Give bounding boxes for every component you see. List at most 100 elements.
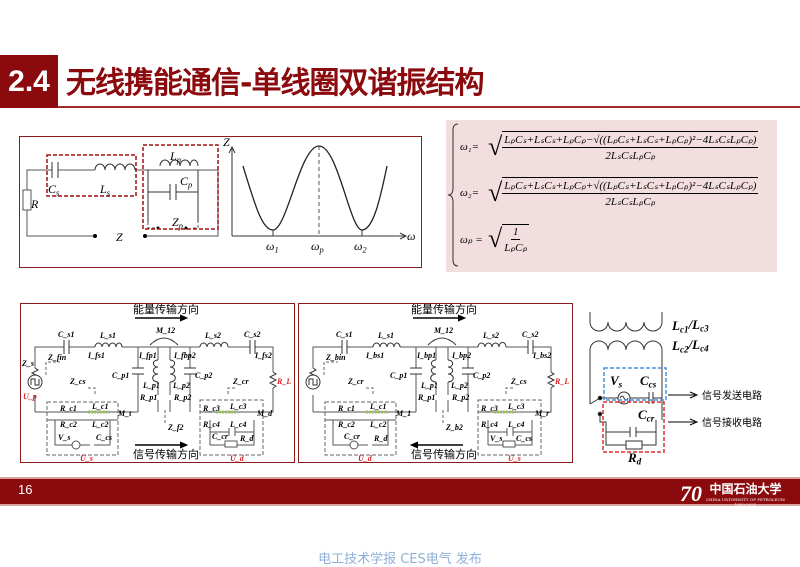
label-M12: M_12 [155, 326, 175, 335]
formula-lhs: ω₂= [460, 187, 480, 199]
label-Vs: Vs​ [610, 373, 623, 390]
label-Cp2: C_p2 [195, 371, 212, 380]
label-M12: M_12 [433, 326, 453, 335]
title-underline [58, 106, 800, 108]
label-Ccr: Ccr​ [638, 407, 655, 424]
label-Rp1: R_p1 [417, 393, 435, 402]
label-Cs1: C_s1 [336, 330, 352, 339]
label-Cs1: C_s1 [58, 330, 74, 339]
label-Ud: U_d [358, 454, 373, 463]
capacitor-icon [629, 392, 654, 437]
label-Is1: I_fs1 [87, 351, 105, 360]
label-Rc1: R_c1 [59, 404, 77, 413]
label-Zcs: Z_cs [69, 377, 86, 386]
inductor-icon [94, 163, 136, 171]
label-Cp2: C_p2 [473, 371, 490, 380]
backward-circuit-frame [298, 303, 573, 463]
label-M1: M_t [117, 409, 132, 418]
page-number: 16 [18, 482, 33, 497]
label-Lc3: L_c3 [507, 402, 524, 411]
resonance-formulas: ω₁= √ LₚCₛ+LₛCₛ+LₚCₚ−√((LₚCₛ+LₛCₛ+LₚCₚ)²… [446, 120, 777, 272]
energy-direction-label: 能量传输方向 [133, 302, 199, 316]
label-Lc4: L_c4 [507, 420, 524, 429]
watermark: 电工技术学报 CES电气 发布 [318, 552, 482, 567]
logo-text: 中国石油大学 [709, 482, 782, 496]
label-bottom-coil: Lc2​/Lc4​ [671, 337, 709, 355]
sqrt-icon: √ [488, 178, 503, 207]
label-Is2: I_bs2 [532, 351, 551, 360]
y-axis-label: Z [223, 135, 230, 149]
x-axis-label: ω [407, 229, 415, 243]
label-Is1: I_bs1 [365, 351, 384, 360]
formula-omega1: ω₁= √ LₚCₛ+LₛCₛ+LₚCₚ−√((LₚCₛ+LₛCₛ+LₚCₚ)²… [460, 124, 777, 170]
signal-direction-label: 信号传输方向 [133, 447, 199, 461]
brace-icon [447, 123, 459, 267]
label-Lc2: L_c2 [91, 420, 108, 429]
label-Lc1: L_c1 [91, 402, 108, 411]
label-Lp2: L_p2 [450, 381, 468, 390]
resonance-figure-frame [19, 136, 422, 268]
arrow-icon [668, 391, 699, 426]
label-Rc4: R_c4 [480, 420, 498, 429]
label-Lp1: L_p1 [420, 381, 438, 390]
label-Ls2: L_s2 [204, 331, 221, 340]
label-Lc4: L_c4 [229, 420, 246, 429]
label-Ccr: C_cr [344, 432, 361, 441]
label-M1: M_1 [395, 409, 411, 418]
formula-numerator: LₚCₛ+LₛCₛ+LₚCₚ−√((LₚCₛ+LₛCₛ+LₚCₚ)²−4LₛCₛ… [502, 134, 759, 148]
formula-denominator: LₚCₚ [504, 241, 528, 254]
resistor-icon [22, 189, 32, 211]
impedance-curve [242, 145, 388, 231]
label-Ccr: C_cr [212, 432, 229, 441]
label-Ls1: L_s1 [377, 331, 394, 340]
label-Ls2: L_s2 [482, 331, 499, 340]
label-Rd: R_d [239, 434, 254, 443]
label-Is2: I_fs2 [254, 351, 272, 360]
label-Rp1: R_p1 [139, 393, 157, 402]
label-Us: U_s [80, 454, 93, 463]
label-Cp1: C_p1 [390, 371, 407, 380]
label-Lp: Lp​ [169, 149, 181, 165]
formula-denominator: 2LₛCₛLₚCₚ [605, 150, 656, 162]
label-Rc4: R_c4 [202, 420, 220, 429]
label-Cp: Cp​ [180, 174, 192, 190]
label-Zcr: Z_cr [347, 377, 364, 386]
slide-title: 无线携能通信-单线圈双谐振结构 [66, 66, 484, 101]
capacitor-icon [51, 162, 59, 178]
label-Ccs: C_cs [96, 433, 112, 442]
sqrt-icon: √ [488, 224, 503, 253]
label-M2: M_r [534, 409, 550, 418]
label-receive-circuit: 信号接收电路 [702, 416, 762, 429]
label-Zcr: Z_cr [232, 377, 249, 386]
receive-circuit-box [602, 401, 665, 453]
formula-lhs: ωₚ = [460, 233, 483, 246]
label-Cs2: C_s2 [244, 330, 260, 339]
label-Vs: V_s [58, 433, 70, 442]
sqrt-icon: √ [488, 132, 503, 161]
parallel-lc-box [142, 144, 219, 230]
series-lc-box [46, 154, 137, 197]
label-Lc3: L_c3 [229, 402, 246, 411]
label-Ip1: I_fp1 [138, 351, 157, 360]
forward-circuit-frame [20, 303, 295, 463]
label-Lc2: L_c2 [369, 420, 386, 429]
label-Rc3: R_c3 [202, 404, 220, 413]
label-Ud: U_d [230, 454, 245, 463]
logo-en: CHINA UNIVERSITY OF PETROLEUM [706, 497, 785, 502]
resistor-icon [625, 440, 643, 450]
formula-numerator: LₚCₛ+LₛCₛ+LₚCₚ+√((LₚCₛ+LₛCₛ+LₚCₚ)²−4LₛCₛ… [502, 180, 759, 194]
label-Rc3: R_c3 [480, 404, 498, 413]
label-Rc2: R_c2 [337, 420, 355, 429]
label-R: R [30, 197, 39, 211]
parallel-lc-tank [147, 159, 199, 222]
label-Ip2: I_bp2 [451, 351, 471, 360]
label-M2: M_d [256, 409, 273, 418]
logo-mark: 70 [680, 480, 702, 506]
label-Ccs: C_cs [516, 434, 532, 443]
label-top-coil: Lc1​/Lc3​ [671, 317, 709, 335]
tick-omegap: ωp​ [311, 239, 324, 255]
